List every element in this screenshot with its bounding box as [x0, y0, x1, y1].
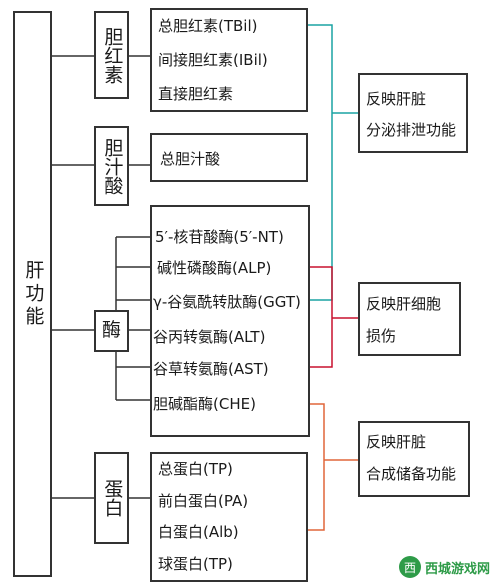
watermark-text: 西城游戏网	[424, 561, 490, 577]
category-box-injury	[358, 282, 461, 356]
root-box	[13, 11, 52, 577]
item-ibil: 间接胆红素(IBil)	[158, 51, 268, 69]
item-ggt: γ-谷氨酰转肽酶(GGT)	[153, 293, 301, 311]
category-secretion-line2: 分泌排泄功能	[366, 121, 457, 139]
item-alb: 白蛋白(Alb)	[158, 523, 239, 541]
category-box-secretion	[358, 73, 468, 153]
item-ast: 谷草转氨酶(AST)	[153, 360, 269, 378]
category-box-synthesis	[358, 421, 470, 497]
group-box-protein	[94, 452, 129, 544]
group-box-bile-acid	[94, 126, 129, 206]
items-box-bilirubin	[150, 8, 308, 112]
item-globulin: 球蛋白(TP)	[158, 555, 233, 573]
item-che: 胆碱酯酶(CHE)	[153, 395, 256, 413]
root-label: 肝功能	[22, 259, 45, 329]
group-label-bilirubin: 胆红素	[101, 26, 124, 84]
item-dbil: 直接胆红素	[158, 85, 234, 103]
group-label-bile-acid: 胆汁酸	[101, 137, 124, 195]
category-injury-line2: 损伤	[366, 327, 397, 345]
group-label-protein: 蛋白	[101, 479, 124, 517]
item-alt: 谷丙转氨酶(ALT)	[153, 328, 266, 346]
item-tp: 总蛋白(TP)	[158, 460, 233, 478]
item-tbil: 总胆红素(TBil)	[158, 17, 258, 35]
item-tba: 总胆汁酸	[160, 150, 221, 168]
item-5nt: 5′-核苷酸酶(5′-NT)	[155, 228, 284, 246]
watermark-logo-icon: 西	[398, 556, 421, 578]
category-injury-line1: 反映肝细胞	[366, 295, 442, 313]
watermark: 西 西城游戏网	[394, 554, 494, 580]
items-box-protein	[150, 452, 308, 582]
item-alp: 碱性磷酸酶(ALP)	[157, 259, 272, 277]
group-box-bilirubin	[94, 11, 129, 99]
group-label-enzyme: 酶	[101, 319, 121, 342]
items-box-bile-acid	[150, 133, 308, 182]
category-synthesis-line2: 合成储备功能	[366, 465, 457, 483]
items-box-enzyme	[150, 205, 310, 437]
group-box-enzyme	[94, 310, 129, 352]
item-pa: 前白蛋白(PA)	[158, 492, 249, 510]
category-synthesis-line1: 反映肝脏	[366, 433, 427, 451]
category-secretion-line1: 反映肝脏	[366, 90, 427, 108]
